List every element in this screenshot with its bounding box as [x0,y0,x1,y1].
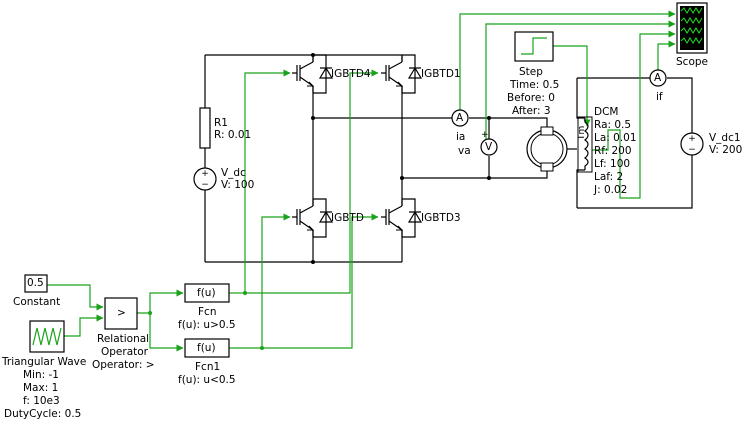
triangular-wave-duty: DutyCycle: 0.5 [4,408,82,420]
fcn1-block[interactable] [184,338,230,358]
igbt-icon[interactable] [381,198,423,238]
fcn-block[interactable] [184,283,230,303]
relational-operator-block[interactable] [104,297,138,330]
igbt-icon[interactable] [292,198,334,238]
constant-value: 0.5 [27,277,44,289]
relational-label-1: Relational [97,333,150,345]
dcm-label: DCM [594,106,619,118]
ammeter-if-label: if [656,91,663,103]
igbtd3-label: IGBTD3 [421,212,461,224]
r1-param: R: 0.01 [214,129,252,141]
dcm-rf: Rf: 200 [594,145,632,157]
svg-text:+: + [201,169,209,179]
dcm-la: La: 0.01 [594,132,637,144]
igbtd4-label: IGBTD4 [331,68,371,80]
voltage-source-icon[interactable]: + − [193,167,217,191]
step-block[interactable] [514,31,554,62]
triangular-wave-block[interactable] [29,320,65,353]
ammeter-if-symbol: A [654,72,662,84]
fcn-label: Fcn [198,306,217,318]
step-icon [521,37,547,55]
fcn1-param: f(u): u<0.5 [178,374,236,386]
voltmeter-icon[interactable]: + [480,130,498,156]
fcn-param: f(u): u>0.5 [178,319,236,331]
ammeter-ia-symbol: A [456,112,464,124]
dcm-tm: Tm [577,125,587,140]
triangle-wave-icon [32,327,62,346]
svg-text:+: + [481,130,489,140]
triangular-wave-label: Triangular Wave [2,356,87,368]
v-dc1-param: V: 200 [709,144,743,156]
dcm-laf: Laf: 2 [594,171,624,183]
svg-text:−: − [201,180,209,190]
igbtd-label: IGBTD [331,212,364,224]
svg-text:−: − [688,145,696,155]
triangular-wave-freq: f: 10e3 [23,395,60,407]
igbt-icon[interactable] [292,54,334,94]
triangular-wave-max: Max: 1 [23,382,59,394]
voltmeter-symbol: V [485,141,493,153]
relational-symbol: > [117,307,126,319]
fcn1-label: Fcn1 [195,361,221,373]
scope-icon[interactable] [676,2,708,54]
dc-motor-icon[interactable] [526,116,593,173]
ammeter-ia-label: ia [456,131,466,143]
ammeter-icon[interactable] [451,109,469,127]
scope-label: Scope [676,56,708,68]
voltage-source-icon[interactable]: + − [680,132,704,156]
relational-label-2: Operator [101,346,148,358]
igbt-icon[interactable] [381,54,423,94]
v-dc-param: V: 100 [221,179,255,191]
triangular-wave-min: Min: -1 [23,369,59,381]
relational-param: Operator: > [92,359,155,371]
dcm-lf: Lf: 100 [594,158,631,170]
fcn1-expr: f(u) [197,342,216,354]
step-time: Time: 0.5 [510,79,560,91]
ammeter-icon[interactable] [649,69,667,87]
igbtd1-label: IGBTD1 [421,68,461,80]
voltmeter-label: va [458,145,471,157]
step-before: Before: 0 [507,92,555,104]
fcn-expr: f(u) [197,287,216,299]
signal-wires [47,10,676,352]
dcm-ra: Ra: 0.5 [594,119,632,131]
v-dc1-label: V_dc1 [709,132,741,144]
constant-block[interactable] [24,274,48,293]
r1-label: R1 [214,117,228,129]
v-dc-label: V_dc [221,167,246,179]
resistor-icon[interactable] [199,107,211,149]
constant-label: Constant [13,296,61,308]
dcm-j: J: 0.02 [594,184,628,196]
svg-text:+: + [688,134,696,144]
step-after: After: 3 [512,105,551,117]
step-label: Step [519,66,543,78]
